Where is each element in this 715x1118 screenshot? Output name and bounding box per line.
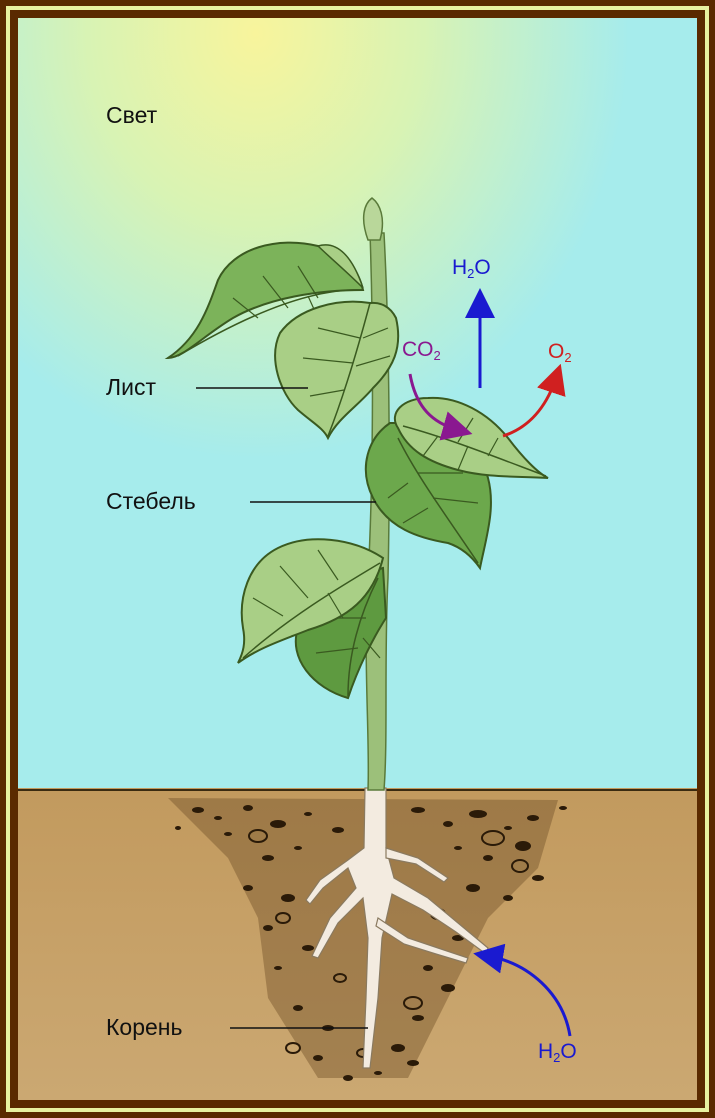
h2o-top-formula: H2O <box>452 256 491 281</box>
light-label: Свет <box>106 102 157 129</box>
o2-formula: O2 <box>548 340 572 365</box>
co2-formula: CO2 <box>402 338 441 363</box>
leaf-label: Лист <box>106 374 156 401</box>
plant-diagram <box>18 18 697 1100</box>
diagram-panel: Свет Лист Стебель Корень H2O CO2 O2 H2O <box>18 18 697 1100</box>
root-label: Корень <box>106 1014 182 1041</box>
h2o-bottom-formula: H2O <box>538 1040 577 1065</box>
stem-label: Стебель <box>106 488 196 515</box>
